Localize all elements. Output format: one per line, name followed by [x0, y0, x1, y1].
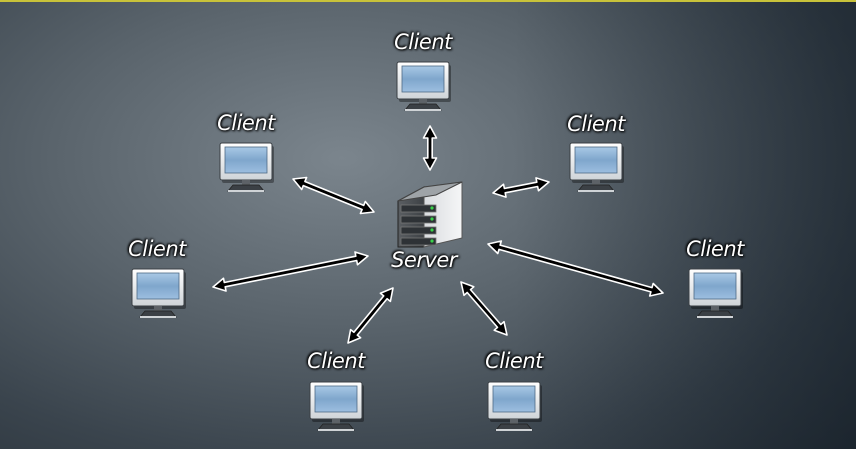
client-label-right: Client: [686, 237, 744, 261]
double-arrow-bottom-left: [347, 287, 394, 344]
server-icon: [397, 181, 463, 248]
double-arrow-bottom-right: [460, 281, 508, 336]
monitor-icon-bottom-right: [487, 381, 542, 431]
client-label-top: Client: [394, 30, 452, 54]
client-label-upper-right: Client: [567, 112, 625, 136]
monitor-icon-top: [396, 61, 451, 111]
client-label-left: Client: [128, 237, 186, 261]
monitor-icon-bottom-left: [309, 381, 364, 431]
client-label-upper-left: Client: [217, 111, 275, 135]
double-arrow-top: [422, 125, 438, 171]
monitor-icon-right: [688, 268, 743, 318]
double-arrow-upper-left: [292, 176, 375, 215]
server-label: Server: [391, 248, 457, 272]
client-label-bottom-left: Client: [307, 349, 365, 373]
monitor-icon-upper-left: [219, 142, 274, 192]
monitor-icon-upper-right: [569, 142, 624, 192]
double-arrow-left: [212, 251, 369, 292]
client-label-bottom-right: Client: [485, 349, 543, 373]
monitor-icon-left: [131, 268, 186, 318]
double-arrow-right: [487, 240, 664, 297]
double-arrow-upper-right: [492, 177, 550, 198]
